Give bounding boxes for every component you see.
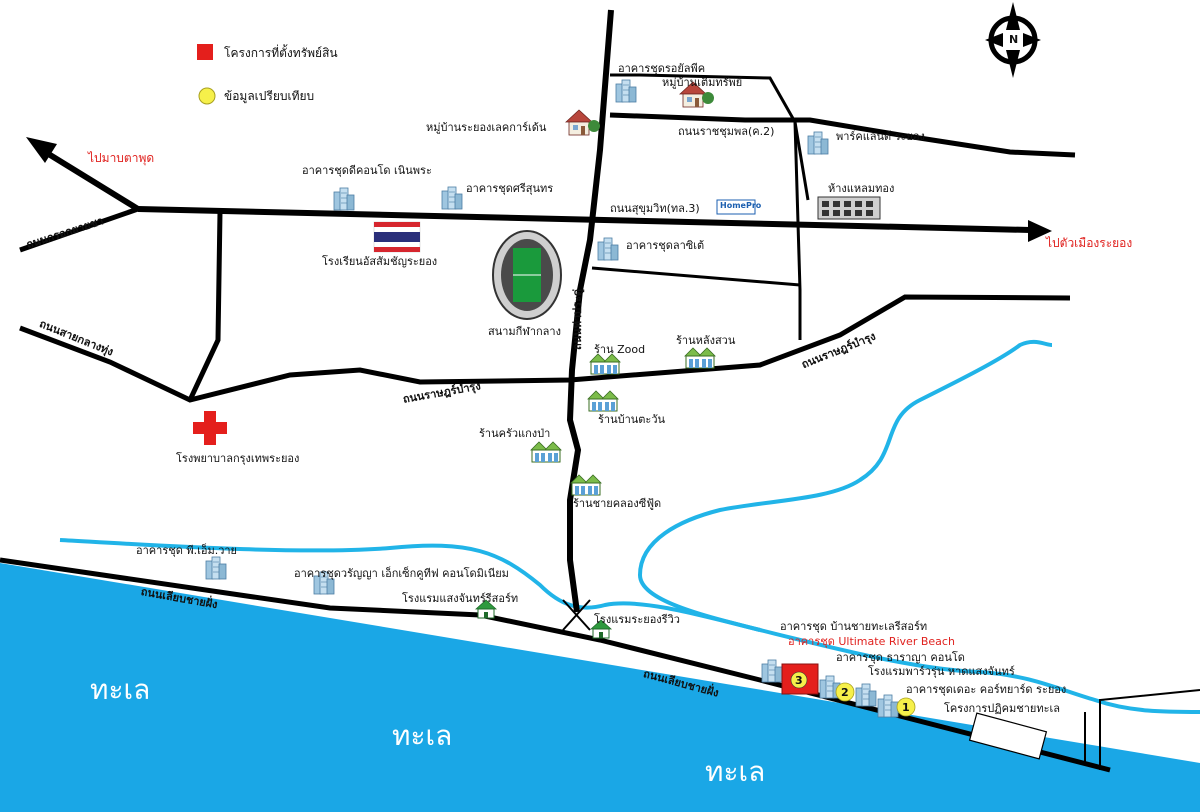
label-condo-dd: อาคารชุดดีคอนโด เนินพระ	[302, 164, 432, 177]
label-condo-tarana: อาคารชุด ธาราญา คอนโด	[836, 651, 965, 664]
department-store-icon	[817, 196, 881, 220]
condo-building-icon	[333, 187, 355, 211]
condo-building-icon	[807, 131, 829, 155]
label-condo-ultimate: อาคารชุด Ultimate River Beach	[788, 635, 955, 648]
label-project-reclaim: โครงการปฏิคมชายทะเล	[944, 702, 1061, 715]
side-road	[591, 266, 801, 287]
condo-building-icon	[597, 237, 619, 261]
shop-icon	[684, 347, 716, 369]
tha-pradu-road	[566, 9, 614, 613]
label-zood: ร้าน Zood	[594, 343, 646, 356]
marker-3-disc	[790, 671, 808, 689]
direction-map-ta-phut: ไปมาบตาพุด	[88, 151, 155, 165]
shop-icon	[589, 353, 621, 375]
condo-building-icon	[761, 659, 783, 683]
road-label-ratchumphon: ถนนราชชุมพล(ค.2)	[678, 125, 775, 138]
legend-project-label: โครงการที่ตั้งทรัพย์สิน	[224, 46, 338, 60]
arrow-west	[26, 137, 57, 163]
label-hotel-rayong-view: โรงแรมระยองรีวิว	[594, 613, 680, 626]
label-condo-sri-sunthon: อาคารชุดศรีสุนทร	[466, 182, 554, 195]
thai-flag-icon	[373, 221, 421, 253]
label-krua-kaeng-pa: ร้านครัวแกงป่า	[479, 427, 551, 440]
east-branch-road	[1099, 689, 1200, 770]
condo-building-icon	[855, 683, 877, 707]
sea-area	[0, 563, 1200, 812]
marker-2-disc	[835, 682, 855, 702]
road-label-tha-pradu: ถนนท่าประดู่	[571, 288, 584, 350]
condo-building-icon	[877, 694, 899, 718]
road-label-sukhumvit: ถนนสุขุมวิท(ทล.3)	[610, 202, 700, 215]
label-village-toem-sap: หมู่บ้านเติมทรัพย์	[662, 76, 743, 89]
label-laem-thong: ห้างแหลมทอง	[828, 182, 895, 195]
compass-icon	[985, 2, 1041, 78]
house-icon	[565, 109, 601, 136]
sukhumvit-road	[137, 206, 1031, 233]
label-school-assumption: โรงเรียนอัสสัมชัญระยอง	[322, 255, 438, 268]
arrow-east	[1028, 220, 1052, 242]
bridge-mark-2	[562, 599, 591, 631]
shop-icon	[530, 441, 562, 463]
legend-project-swatch	[197, 44, 213, 60]
legend-compare-swatch	[198, 87, 216, 105]
label-sai-khlong: ร้านชายคลองซีฟู้ด	[573, 497, 662, 510]
stadium-icon	[492, 230, 562, 320]
marker-2-number: 2	[841, 686, 849, 699]
label-hotel-phawarun: โรงแรมพาร์วรุ่น หาดแสงจันทร์	[868, 665, 1015, 678]
label-hotel-saeng-chan: โรงแรมแสงจันทร์รีสอร์ท	[402, 592, 519, 605]
compass-north-letter: N	[1009, 33, 1019, 46]
ratchumphon-road	[609, 112, 1076, 158]
river-east	[637, 339, 1053, 632]
shop-icon	[587, 390, 619, 412]
hospital-cross-icon	[193, 411, 227, 445]
label-condo-the-courtyard: อาคารชุดเดอะ คอร์ทยาร์ด ระยอง	[906, 683, 1067, 696]
label-lang-suan: ร้านหลังสวน	[676, 334, 736, 347]
legend-compare-label: ข้อมูลเปรียบเทียบ	[224, 89, 315, 103]
direction-rayong-city: ไปตัวเมืองระยอง	[1046, 236, 1133, 250]
shop-icon	[570, 474, 602, 496]
ratbamrung-road	[19, 294, 1071, 403]
river-east-lower	[759, 628, 1200, 714]
label-condo-lasidee: อาคารชุดลาซิเต้	[626, 239, 705, 252]
river-west	[59, 538, 761, 632]
label-stadium: สนามกีฬากลาง	[488, 325, 561, 338]
condo-building-icon	[205, 556, 227, 580]
label-hospital: โรงพยาบาลกรุงเทพระยอง	[176, 452, 300, 465]
sea-label-2: ทะเล	[392, 719, 453, 752]
sea-label-1: ทะเล	[90, 673, 151, 706]
marker-1-disc	[896, 697, 916, 717]
label-condo-pm: อาคารชุด พี.เอ็ม.วาย	[136, 544, 237, 557]
label-homepro: HomePro	[720, 201, 762, 210]
condo-building-icon	[615, 79, 637, 103]
road-to-map-ta-phut	[40, 147, 140, 212]
marker-1-number: 1	[902, 701, 910, 714]
condo-building-icon	[441, 186, 463, 210]
ne-branch-road	[793, 121, 802, 340]
label-condo-wanya: อาคารชุดวรัญญา เอ็กเซ็กคูทีฟ คอนโดมิเนีย…	[294, 567, 509, 580]
west-connector-road	[187, 211, 223, 402]
sea-label-3: ทะเล	[705, 755, 766, 788]
label-condo-ban-chai-thale: อาคารชุด บ้านชายทะเลรีสอร์ท	[780, 620, 928, 633]
ne-loop-road	[610, 73, 810, 201]
marker-3-number: 3	[795, 674, 803, 687]
label-park-land: พาร์คแลนด์ ระยอง	[836, 130, 925, 143]
reclaim-project-area	[968, 712, 1048, 760]
label-village-lake-garden: หมู่บ้านระยองเลคการ์เด้น	[426, 121, 547, 134]
label-ban-tawan: ร้านบ้านตะวัน	[598, 413, 666, 426]
label-condo-arun-pik: อาคารชุดรอยัลพีค	[618, 62, 706, 75]
kron-kayasa-road	[19, 206, 139, 253]
homepro-icon	[716, 199, 756, 215]
